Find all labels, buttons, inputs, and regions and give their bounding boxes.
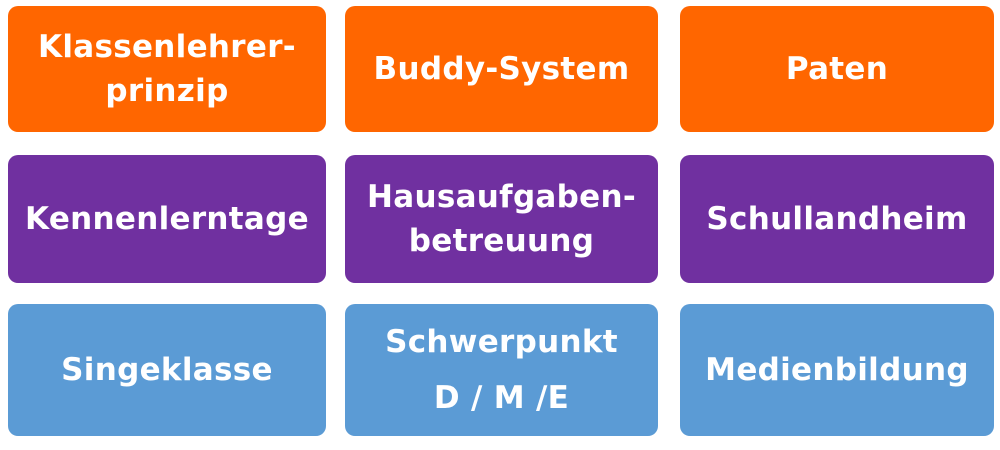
tile-buddy-system: Buddy-System bbox=[345, 6, 658, 132]
tile-paten: Paten bbox=[680, 6, 994, 132]
tile-label: Klassenlehrer- prinzip bbox=[38, 29, 296, 109]
tile-schwerpunkt: Schwerpunkt D / M /E bbox=[345, 304, 658, 436]
tile-schullandheim: Schullandheim bbox=[680, 155, 994, 283]
tile-hausaufgabenbetreuung: Hausaufgaben- betreuung bbox=[345, 155, 658, 283]
tile-singeklasse: Singeklasse bbox=[8, 304, 326, 436]
tile-label: Kennenlerntage bbox=[25, 201, 309, 237]
tile-label: Schwerpunkt D / M /E bbox=[385, 324, 618, 416]
tile-label: Paten bbox=[785, 51, 889, 87]
tile-label: Hausaufgaben- betreuung bbox=[366, 179, 637, 259]
tile-label: Schullandheim bbox=[706, 201, 968, 237]
tile-label: Buddy-System bbox=[373, 51, 630, 87]
tile-label: Medienbildung bbox=[705, 352, 969, 388]
tile-kennenlerntage: Kennenlerntage bbox=[8, 155, 326, 283]
tile-klassenlehrerprinzip: Klassenlehrer- prinzip bbox=[8, 6, 326, 132]
tile-label: Singeklasse bbox=[61, 352, 273, 388]
tile-medienbildung: Medienbildung bbox=[680, 304, 994, 436]
